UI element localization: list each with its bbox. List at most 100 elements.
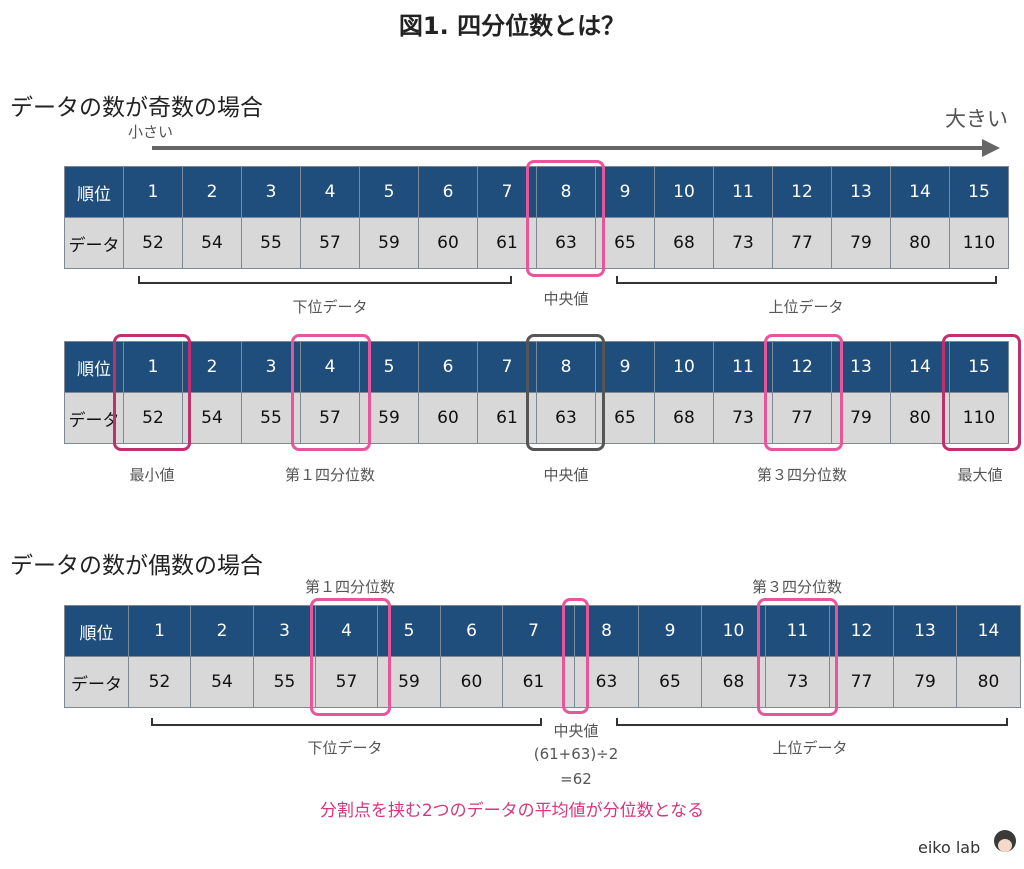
median-label-2: 中央値 (543, 466, 589, 484)
value-cell: 110 (949, 217, 1009, 269)
value-cell: 57 (300, 392, 360, 444)
value-cell: 80 (890, 217, 950, 269)
even-q3-highlight (757, 598, 838, 716)
rank-cell: 1 (123, 166, 183, 218)
rank-cell: 11 (765, 605, 830, 657)
value-cell: 52 (123, 217, 183, 269)
even-lower-bracket (151, 718, 542, 726)
even-median-label: 中央値 (553, 722, 599, 740)
value-cell: 52 (128, 656, 191, 708)
rank-cell: 4 (300, 166, 360, 218)
q3-label: 第３四分位数 (756, 466, 848, 484)
avatar-icon (994, 830, 1016, 852)
data-header: データ (64, 217, 124, 269)
median-label: 中央値 (543, 290, 589, 308)
rank-header: 順位 (64, 605, 129, 657)
max-highlight (942, 334, 1021, 451)
rank-cell: 8 (574, 605, 639, 657)
rank-cell: 12 (829, 605, 894, 657)
rank-cell: 2 (182, 341, 242, 393)
value-cell: 52 (123, 392, 183, 444)
q1-label: 第１四分位数 (284, 466, 376, 484)
data-header: データ (64, 656, 129, 708)
median-highlight (526, 160, 605, 277)
upper-data-label: 上位データ (768, 298, 844, 316)
value-cell: 110 (949, 392, 1009, 444)
median-highlight-2 (526, 334, 605, 451)
lower-bracket (138, 276, 512, 284)
rank-cell: 8 (536, 341, 596, 393)
rank-cell: 14 (890, 341, 950, 393)
value-cell: 63 (574, 656, 639, 708)
small-label: 小さい (128, 123, 174, 141)
value-cell: 73 (713, 392, 773, 444)
rank-cell: 13 (831, 166, 891, 218)
median-result: =62 (560, 770, 592, 788)
rank-cell: 15 (949, 166, 1009, 218)
max-label: 最大値 (957, 466, 1003, 484)
value-cell: 55 (253, 656, 316, 708)
value-cell: 68 (701, 656, 766, 708)
rank-cell: 2 (190, 605, 254, 657)
value-cell: 77 (772, 217, 832, 269)
value-cell: 80 (956, 656, 1021, 708)
even-upper-label: 上位データ (772, 739, 848, 757)
value-cell: 77 (772, 392, 832, 444)
value-cell: 77 (829, 656, 894, 708)
value-cell: 59 (359, 217, 419, 269)
q3-highlight (764, 334, 843, 451)
rank-cell: 6 (440, 605, 503, 657)
rank-cell: 13 (893, 605, 957, 657)
q1-highlight (291, 334, 371, 451)
quartile-note: 分割点を挟む2つのデータの平均値が分位数となる (319, 801, 705, 821)
order-arrow (152, 146, 984, 150)
even-upper-bracket (616, 718, 1008, 726)
rank-cell: 15 (949, 341, 1009, 393)
value-cell: 73 (765, 656, 830, 708)
even-heading: データの数が偶数の場合 (10, 553, 263, 579)
value-cell: 68 (654, 392, 714, 444)
even-q1-highlight (310, 598, 391, 716)
value-cell: 60 (418, 392, 478, 444)
rank-cell: 11 (713, 166, 773, 218)
value-cell: 60 (418, 217, 478, 269)
value-cell: 54 (182, 217, 242, 269)
even-q1-label: 第１四分位数 (304, 578, 396, 596)
value-cell: 61 (502, 656, 565, 708)
value-cell: 79 (893, 656, 957, 708)
value-cell: 80 (890, 392, 950, 444)
value-cell: 59 (377, 656, 441, 708)
rank-cell: 9 (638, 605, 702, 657)
rank-cell: 7 (502, 605, 565, 657)
rank-cell: 9 (595, 166, 655, 218)
large-label: 大きい (945, 107, 1008, 131)
rank-cell: 5 (359, 166, 419, 218)
even-q3-label: 第３四分位数 (751, 578, 843, 596)
rank-cell: 3 (241, 166, 301, 218)
rank-cell: 10 (701, 605, 766, 657)
rank-cell: 10 (654, 341, 714, 393)
rank-cell: 14 (956, 605, 1021, 657)
value-cell: 73 (713, 217, 773, 269)
value-cell: 57 (300, 217, 360, 269)
value-cell: 65 (595, 392, 655, 444)
even-lower-label: 下位データ (307, 739, 383, 757)
rank-cell: 6 (418, 341, 478, 393)
rank-cell: 2 (182, 166, 242, 218)
rank-cell: 6 (418, 166, 478, 218)
value-cell: 55 (241, 217, 301, 269)
rank-cell: 3 (253, 605, 316, 657)
rank-cell: 11 (713, 341, 773, 393)
rank-cell: 5 (377, 605, 441, 657)
rank-cell: 4 (300, 341, 360, 393)
rank-cell: 14 (890, 166, 950, 218)
value-cell: 63 (536, 392, 596, 444)
odd-heading: データの数が奇数の場合 (10, 95, 263, 121)
rank-cell: 12 (772, 166, 832, 218)
median-calc: (61+63)÷2 (533, 745, 619, 763)
value-cell: 65 (595, 217, 655, 269)
min-highlight (113, 334, 191, 451)
logo-text: eiko lab (918, 838, 981, 857)
figure-title: 図1. 四分位数とは？ (398, 12, 626, 40)
upper-bracket (616, 276, 997, 284)
